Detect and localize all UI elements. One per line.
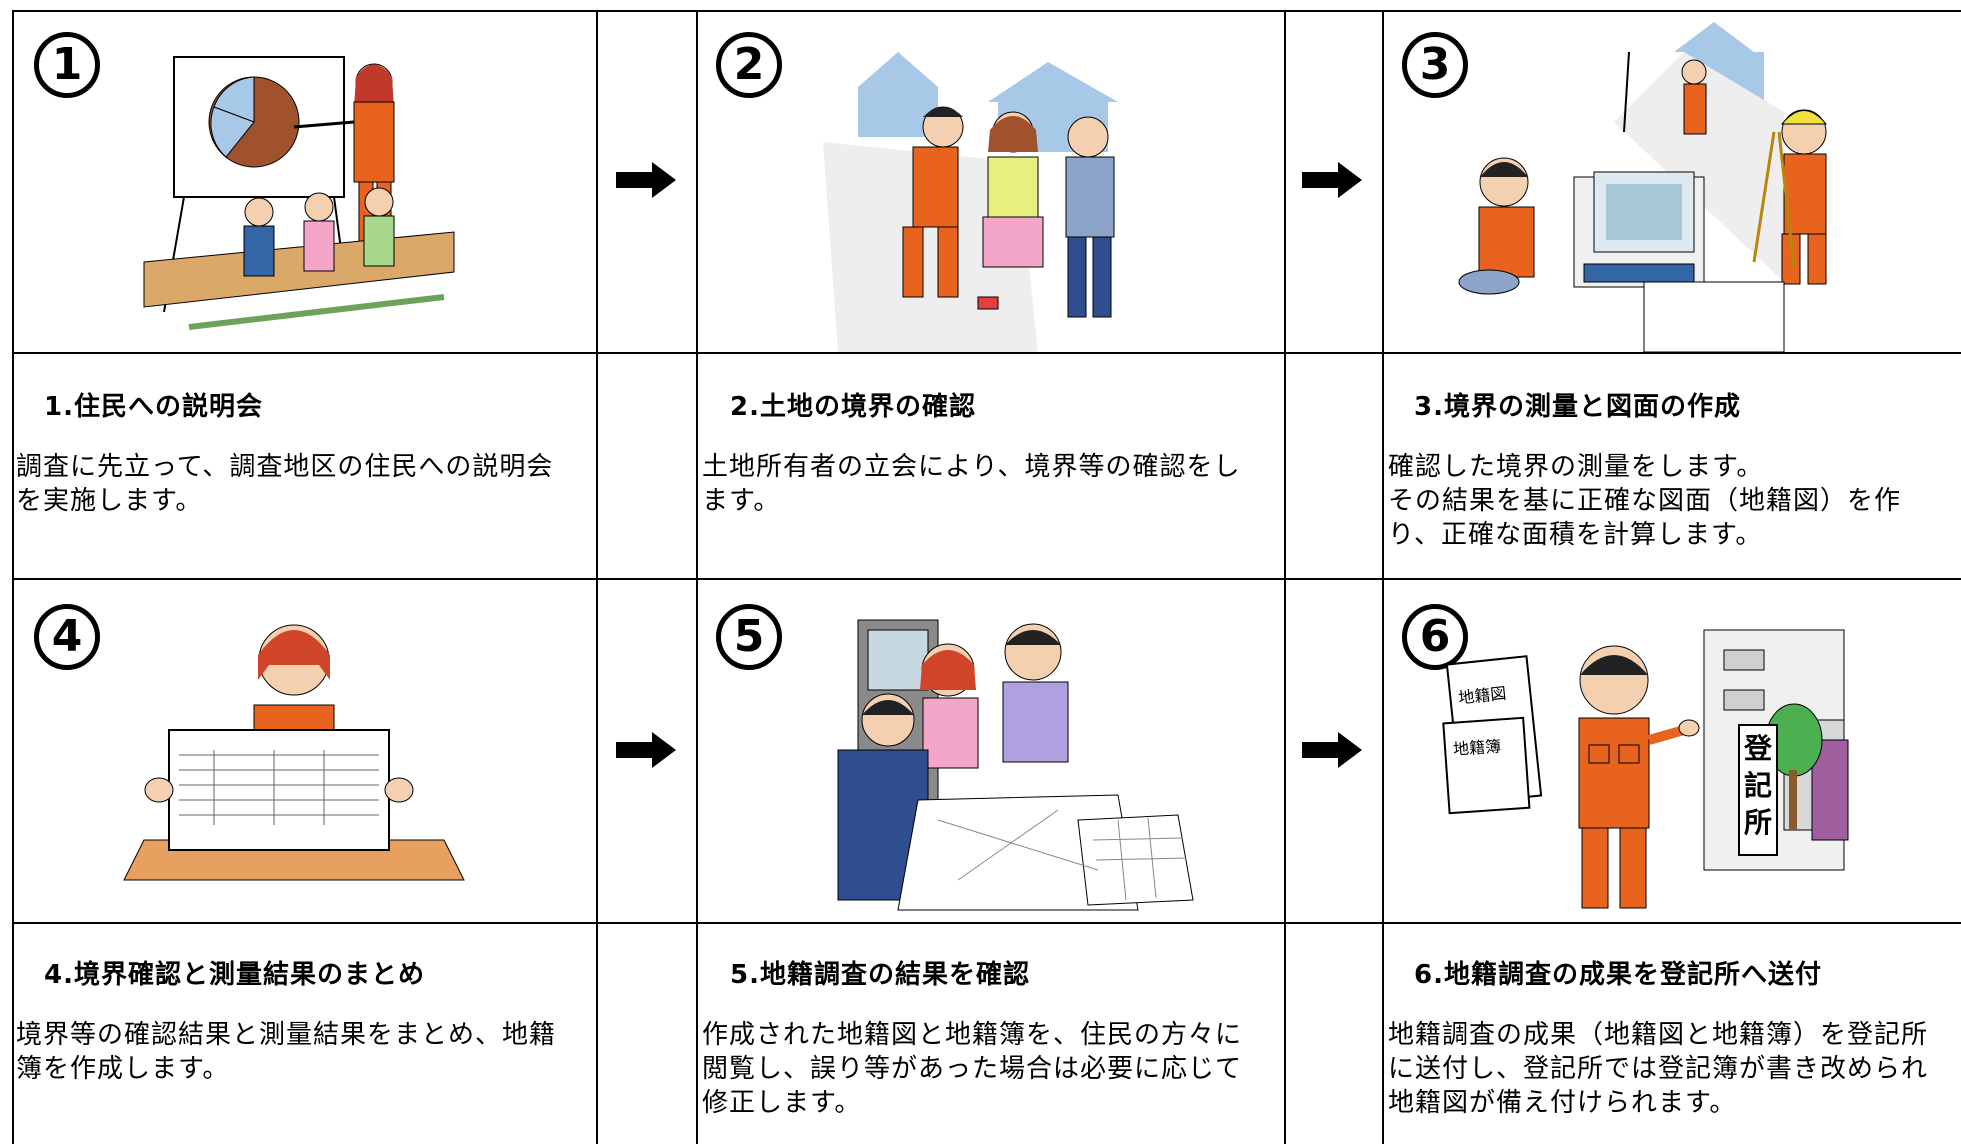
table-border — [12, 10, 14, 1144]
step-3-title: 3.境界の測量と図面の作成 — [1414, 392, 1741, 422]
step-5-image-cell: 5 — [698, 580, 1284, 922]
step-1-title: 1.住民への説明会 — [44, 392, 263, 422]
survey-illustration — [1458, 22, 1828, 352]
step-2-image-cell: 2 — [698, 12, 1284, 352]
table-border — [1382, 10, 1384, 1144]
step-4-title: 4.境界確認と測量結果のまとめ — [44, 960, 425, 990]
process-table: 1 2 — [12, 10, 1961, 1144]
step-6-title: 6.地籍調査の成果を登記所へ送付 — [1414, 960, 1822, 990]
step-2-description: 土地所有者の立会により、境界等の確認をし ます。 — [702, 452, 1241, 516]
right-arrow-icon — [616, 160, 678, 204]
step-5-title: 5.地籍調査の結果を確認 — [730, 960, 1030, 990]
paper-label-bo: 地籍簿 — [1452, 736, 1501, 758]
table-border — [12, 352, 1961, 354]
step-number-6: 6 — [1402, 602, 1468, 670]
table-border — [12, 922, 1961, 924]
registry-sign-text: 登記所 — [1743, 732, 1773, 839]
step-3-description: 確認した境界の測量をします。 その結果を基に正確な図面（地籍図）を作 り、正確な… — [1388, 452, 1902, 550]
step-6-image-cell: 6 登記所 地籍図 地籍簿 — [1384, 580, 1961, 922]
briefing-illustration — [143, 56, 455, 330]
step-2-title: 2.土地の境界の確認 — [730, 392, 976, 422]
right-arrow-icon — [1302, 730, 1364, 774]
table-border — [696, 10, 698, 1144]
step-number-3: 3 — [1402, 30, 1468, 98]
step-5-description: 作成された地籍図と地籍簿を、住民の方々に 閲覧し、誤り等があった場合は必要に応じ… — [702, 1020, 1243, 1118]
table-border — [1284, 10, 1286, 1144]
boundary-check-illustration — [823, 52, 1118, 352]
step-number-5: 5 — [716, 602, 782, 670]
registry-office-illustration: 登記所 地籍図 地籍簿 — [1442, 629, 1849, 909]
step-1-image-cell: 1 — [14, 12, 596, 352]
table-border — [596, 10, 598, 1144]
step-4-description: 境界等の確認結果と測量結果をまとめ、地籍 簿を作成します。 — [16, 1020, 557, 1084]
right-arrow-icon — [1302, 160, 1364, 204]
right-arrow-icon — [616, 730, 678, 774]
paper-label-zu: 地籍図 — [1457, 684, 1507, 708]
step-number-2: 2 — [716, 30, 782, 98]
step-1-description: 調査に先立って、調査地区の住民への説明会 を実施します。 — [16, 452, 554, 516]
step-4-image-cell: 4 — [14, 580, 596, 922]
table-border — [12, 578, 1961, 580]
step-number-1: 1 — [34, 30, 100, 98]
step-number-4: 4 — [34, 602, 100, 670]
table-border — [12, 10, 1961, 12]
step-3-image-cell: 3 — [1384, 12, 1961, 352]
compile-results-illustration — [123, 624, 465, 881]
step-6-description: 地籍調査の成果（地籍図と地籍簿）を登記所 に送付し、登記所では登記簿が書き改めら… — [1388, 1020, 1929, 1118]
review-results-illustration — [837, 619, 1194, 911]
